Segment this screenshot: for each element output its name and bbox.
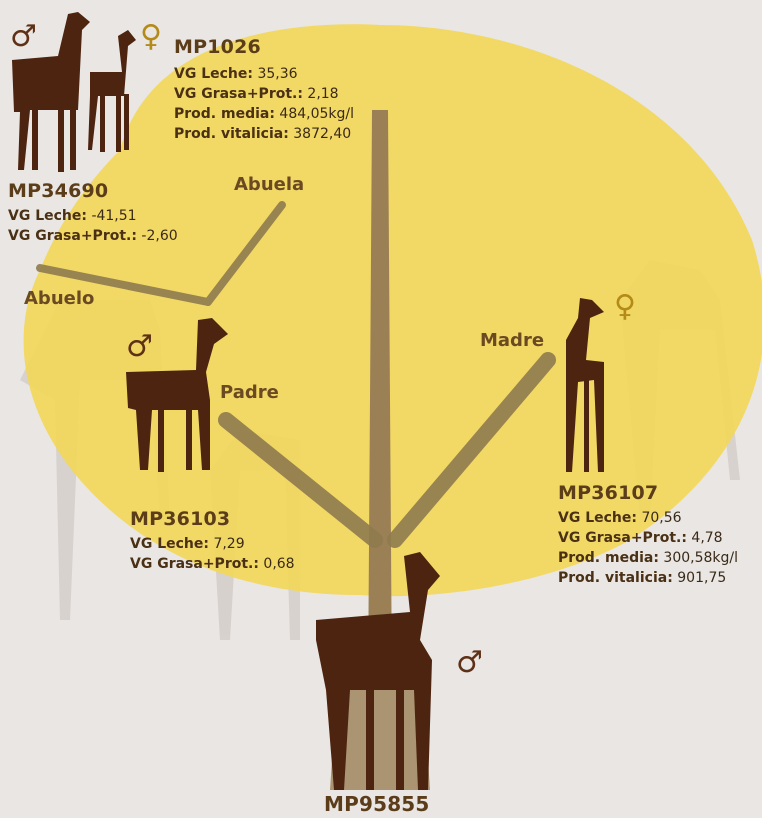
grandfather-id: MP34690 <box>8 180 109 202</box>
stat-row: VG Grasa+Prot.: 2,18 <box>174 86 339 102</box>
branch-father <box>218 412 383 548</box>
subject-id: MP95855 <box>324 792 430 816</box>
stat-row: Prod. media: 484,05kg/l <box>174 106 354 122</box>
father-stats: VG Leche: 7,29 VG Grasa+Prot.: 0,68 <box>130 534 295 574</box>
branch-grandmother <box>204 201 286 306</box>
mother-stats: VG Leche: 70,56 VG Grasa+Prot.: 4,78 Pro… <box>558 508 738 588</box>
stat-row: VG Grasa+Prot.: 0,68 <box>130 556 295 572</box>
father-node: MP36103 VG Leche: 7,29 VG Grasa+Prot.: 0… <box>130 508 295 574</box>
stat-row: VG Grasa+Prot.: 4,78 <box>558 530 723 546</box>
stat-row: VG Leche: 70,56 <box>558 510 682 526</box>
goat-silhouette-icon <box>316 552 440 790</box>
mother-node: MP36107 VG Leche: 70,56 VG Grasa+Prot.: … <box>558 482 738 588</box>
grandmother-stats: VG Leche: 35,36 VG Grasa+Prot.: 2,18 Pro… <box>174 64 354 144</box>
role-label-father: Padre <box>220 382 279 403</box>
goat-silhouette-icon <box>88 30 136 152</box>
stat-row: VG Leche: -41,51 <box>8 208 137 224</box>
grandmother-node: MP1026 VG Leche: 35,36 VG Grasa+Prot.: 2… <box>174 36 354 144</box>
mother-id: MP36107 <box>558 482 659 504</box>
male-symbol-icon: ♂ <box>126 329 153 364</box>
branch-grandfather <box>36 264 212 306</box>
stat-row: VG Leche: 7,29 <box>130 536 245 552</box>
stat-row: Prod. vitalicia: 3872,40 <box>174 126 352 142</box>
stat-row: Prod. media: 300,58kg/l <box>558 550 738 566</box>
role-label-grandfather: Abuelo <box>24 288 95 309</box>
tree-branches <box>36 201 556 548</box>
role-label-mother: Madre <box>480 330 545 351</box>
grandmother-id: MP1026 <box>174 36 261 58</box>
male-symbol-icon: ♂ <box>456 645 483 680</box>
role-label-grandmother: Abuela <box>234 174 305 195</box>
grandfather-node: MP34690 VG Leche: -41,51 VG Grasa+Prot.:… <box>8 180 178 246</box>
goat-silhouette-icon <box>566 298 604 472</box>
female-symbol-icon: ♀ <box>614 289 636 324</box>
father-id: MP36103 <box>130 508 231 530</box>
goat-silhouette-icon <box>12 12 90 172</box>
branch-mother <box>387 352 556 548</box>
goat-silhouette-icon <box>126 318 228 472</box>
grandfather-stats: VG Leche: -41,51 VG Grasa+Prot.: -2,60 <box>8 206 178 246</box>
stat-row: VG Leche: 35,36 <box>174 66 298 82</box>
stat-row: Prod. vitalicia: 901,75 <box>558 570 727 586</box>
male-symbol-icon: ♂ <box>10 19 37 54</box>
stat-row: VG Grasa+Prot.: -2,60 <box>8 228 178 244</box>
female-symbol-icon: ♀ <box>140 19 162 54</box>
